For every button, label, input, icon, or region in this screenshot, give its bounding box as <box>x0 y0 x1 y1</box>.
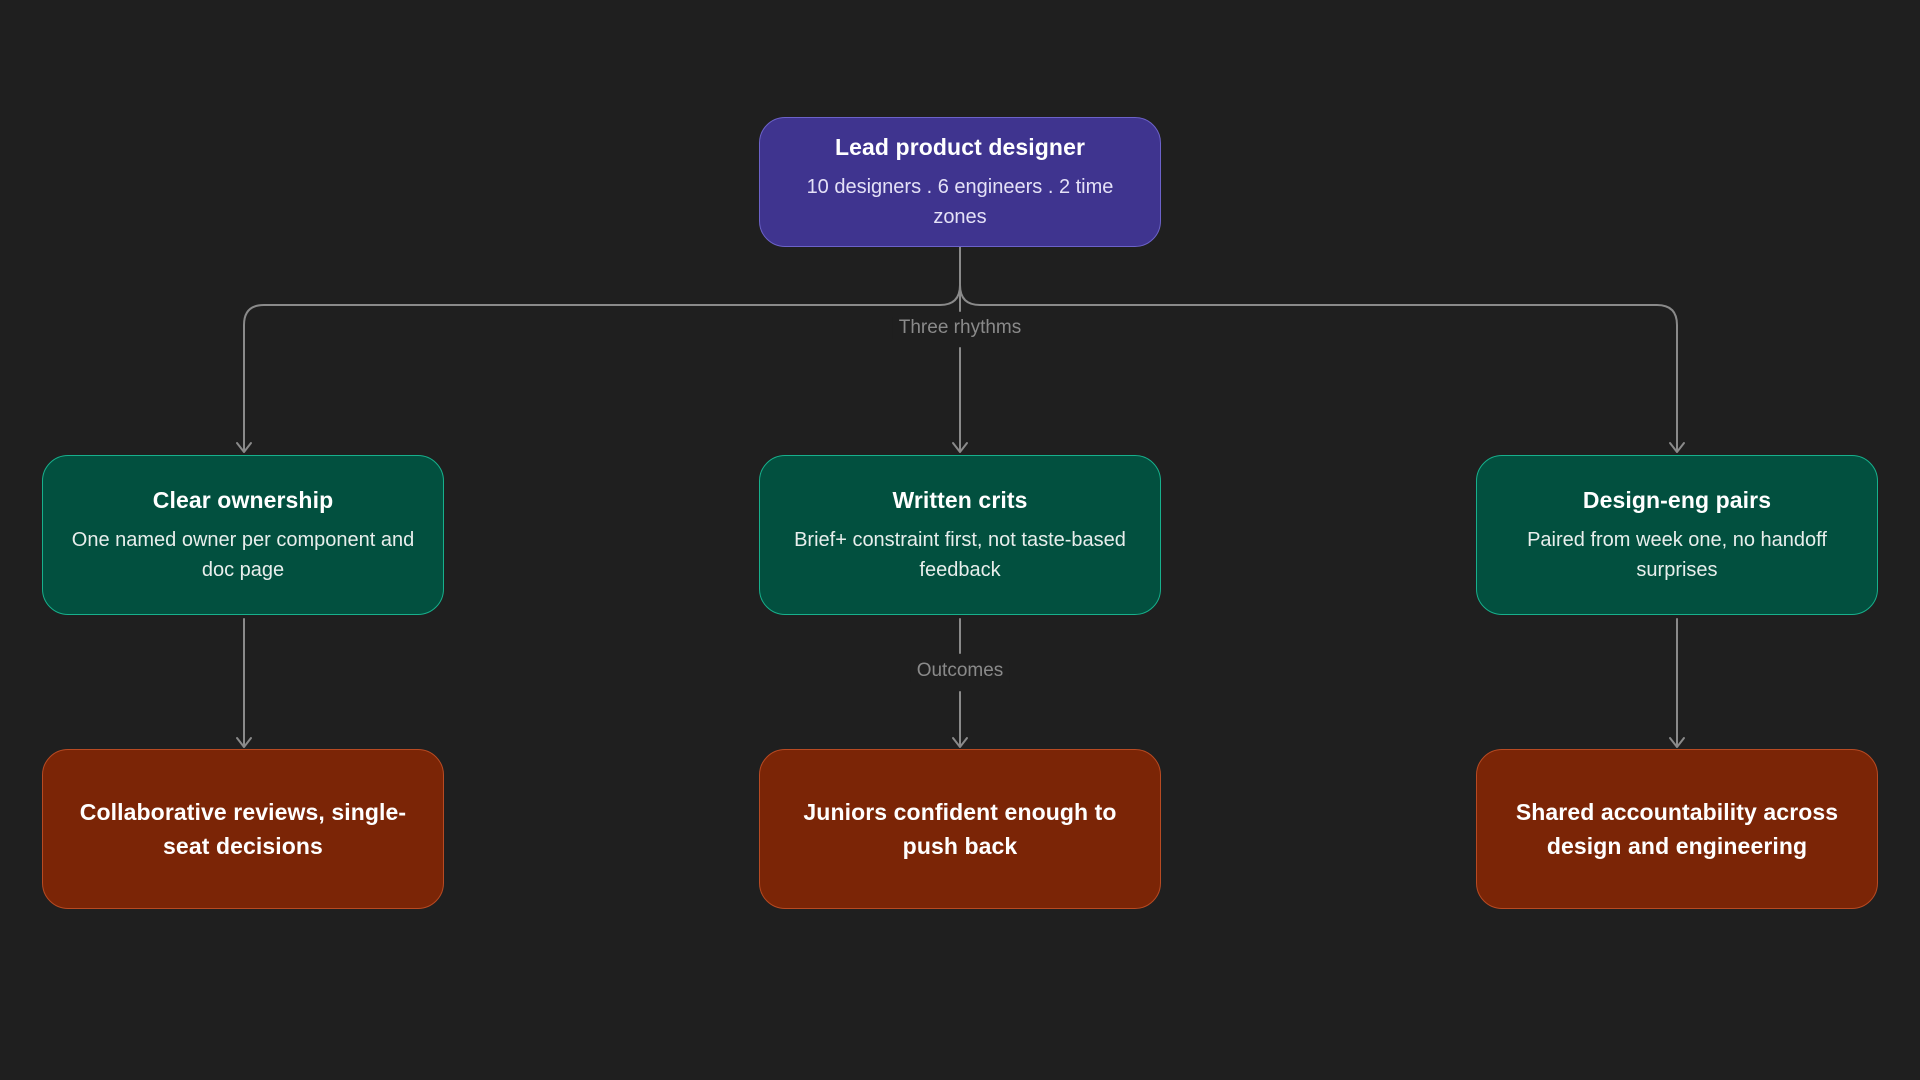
rhythm-node-clear-ownership: Clear ownership One named owner per comp… <box>42 455 444 615</box>
outcome-title: Juniors confident enough to push back <box>803 799 1117 859</box>
arrowhead-outcome-1 <box>236 737 252 748</box>
outcome-node-shared-accountability: Shared accountability across design and … <box>1476 749 1878 909</box>
outcome-node-collaborative-reviews: Collaborative reviews, single-seat decis… <box>42 749 444 909</box>
edge-label-three-rhythms: Three rhythms <box>892 317 1028 339</box>
rhythm-node-written-crits: Written crits Brief+ constraint first, n… <box>759 455 1161 615</box>
rhythm-title: Design-eng pairs <box>1582 487 1772 513</box>
root-subtitle: 10 designers . 6 engineers . 2 time zone… <box>806 176 1114 228</box>
root-node: Lead product designer 10 designers . 6 e… <box>759 117 1161 247</box>
outcome-title: Collaborative reviews, single-seat decis… <box>79 799 407 859</box>
rhythm-description: Brief+ constraint first, not taste-based… <box>794 529 1126 581</box>
outcome-node-juniors-confident: Juniors confident enough to push back <box>759 749 1161 909</box>
arrowhead-rhythm-2 <box>952 442 968 453</box>
arrowhead-rhythm-3 <box>1669 442 1685 453</box>
rhythm-title: Written crits <box>892 487 1028 513</box>
rhythm-description: One named owner per component and doc pa… <box>71 529 415 581</box>
rhythm-node-design-eng-pairs: Design-eng pairs Paired from week one, n… <box>1476 455 1878 615</box>
arrowhead-rhythm-1 <box>236 442 252 453</box>
root-title: Lead product designer <box>834 134 1086 160</box>
connector-root-right <box>959 219 1678 451</box>
edge-label-outcomes: Outcomes <box>910 660 1010 682</box>
rhythm-description: Paired from week one, no handoff surpris… <box>1527 529 1827 581</box>
connector-root-left <box>243 219 961 451</box>
arrowhead-outcome-2 <box>952 737 968 748</box>
outcome-title: Shared accountability across design and … <box>1515 799 1839 859</box>
arrowhead-outcome-3 <box>1669 737 1685 748</box>
rhythm-title: Clear ownership <box>152 487 334 513</box>
